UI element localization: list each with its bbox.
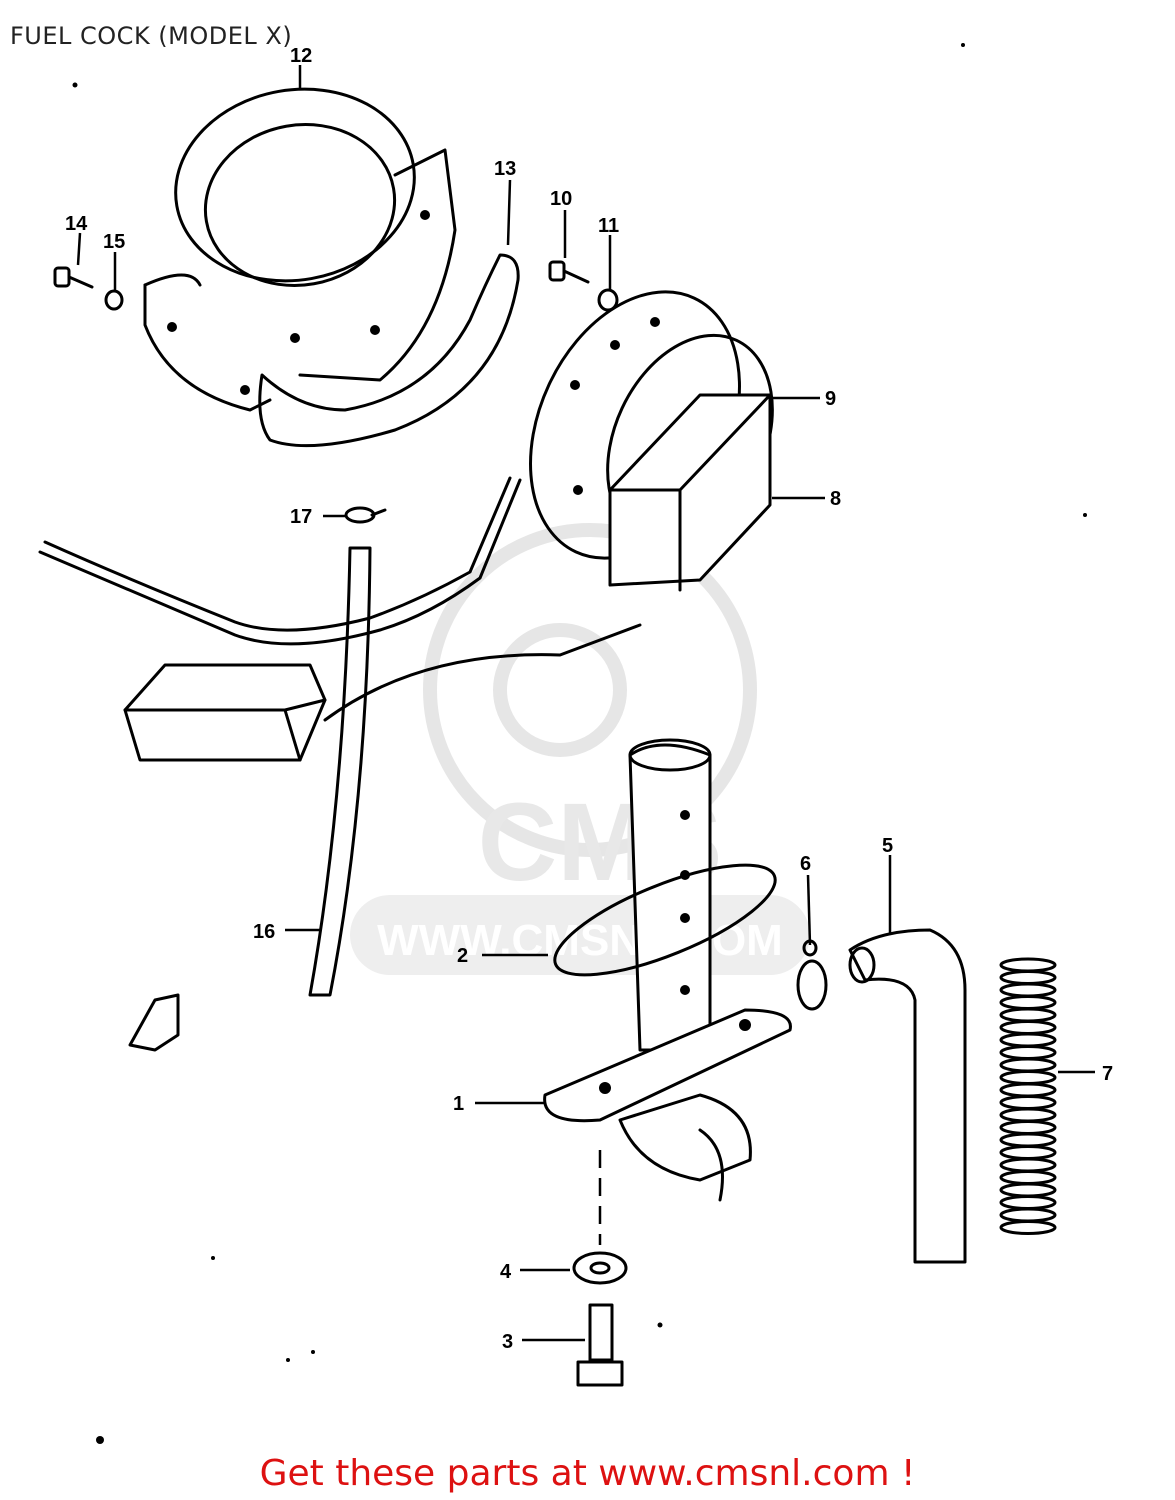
part-3-bolt (576, 1303, 624, 1387)
part-1-fuel-cock (543, 738, 792, 1202)
part-10-screw (548, 260, 590, 284)
callout-10: 10 (550, 188, 572, 210)
fuel-cock-exploded-diagram: CMS WWW.CMSNL.COM (38, 43, 1113, 1444)
part-14-screw (53, 266, 94, 289)
callout-16: 16 (253, 921, 275, 943)
callout-15: 15 (103, 231, 125, 253)
spring-coil (999, 995, 1057, 1010)
spring-coil (999, 1195, 1057, 1210)
diagram-title: FUEL COCK (MODEL X) (10, 22, 293, 50)
part-12-flange-ring (143, 87, 457, 412)
callout-6: 6 (800, 853, 811, 875)
part-11-washer (597, 288, 619, 312)
spring-coil (999, 1082, 1057, 1098)
front-arrow-icon (128, 993, 180, 1052)
callout-11: 11 (598, 215, 619, 237)
spring-coil (999, 1170, 1057, 1185)
callout-3: 3 (502, 1331, 513, 1353)
callout-8: 8 (830, 488, 841, 510)
spring-coil (999, 1220, 1057, 1235)
spring-coil (999, 1057, 1057, 1073)
float-arm-assembly (38, 476, 642, 762)
callout-4: 4 (500, 1261, 512, 1283)
spring-coil (999, 957, 1057, 973)
part-7-spring (999, 957, 1057, 1235)
spring-coil (999, 1182, 1057, 1198)
spring-coil (999, 1032, 1057, 1048)
spring-coil (999, 1095, 1057, 1110)
spring-coil (999, 970, 1057, 985)
callout-14: 14 (65, 213, 88, 235)
callout-7: 7 (1102, 1063, 1113, 1085)
spring-coil (999, 1070, 1057, 1085)
spring-coil (999, 1145, 1057, 1160)
part-13-gasket (258, 253, 520, 448)
spring-coil (999, 1045, 1057, 1060)
part-2-o-ring (553, 863, 777, 977)
leader-lines (76, 65, 1095, 1342)
scan-specks (72, 43, 1087, 1444)
callout-2: 2 (457, 945, 468, 967)
callout-17: 17 (290, 506, 312, 528)
part-15-washer (104, 289, 124, 311)
spring-coil (999, 1157, 1057, 1173)
spring-coil (999, 1132, 1057, 1148)
callout-labels: 12 13 14 15 10 11 9 8 17 16 2 6 5 7 1 4 … (65, 45, 1113, 1353)
part-4-washer (572, 1251, 628, 1285)
spring-coil (999, 1107, 1057, 1123)
callout-5: 5 (882, 835, 893, 857)
callout-13: 13 (494, 158, 516, 180)
spring-coil (999, 1207, 1057, 1223)
footer-link-text[interactable]: Get these parts at www.cmsnl.com ! (259, 1453, 916, 1494)
spring-coil (999, 982, 1057, 998)
callout-9: 9 (825, 388, 836, 410)
part-5-fuel-hose (848, 928, 967, 1264)
spring-coil (999, 1020, 1057, 1035)
part-8-9-gauge-unit (529, 290, 774, 592)
part-17-clip (344, 506, 387, 524)
watermark-url: WWW.CMSNL.COM (377, 916, 783, 965)
callout-1: 1 (453, 1093, 464, 1115)
callout-12: 12 (290, 45, 312, 67)
part-16-hose (308, 546, 372, 997)
spring-coil (999, 1120, 1057, 1135)
spring-coil (999, 1007, 1057, 1023)
